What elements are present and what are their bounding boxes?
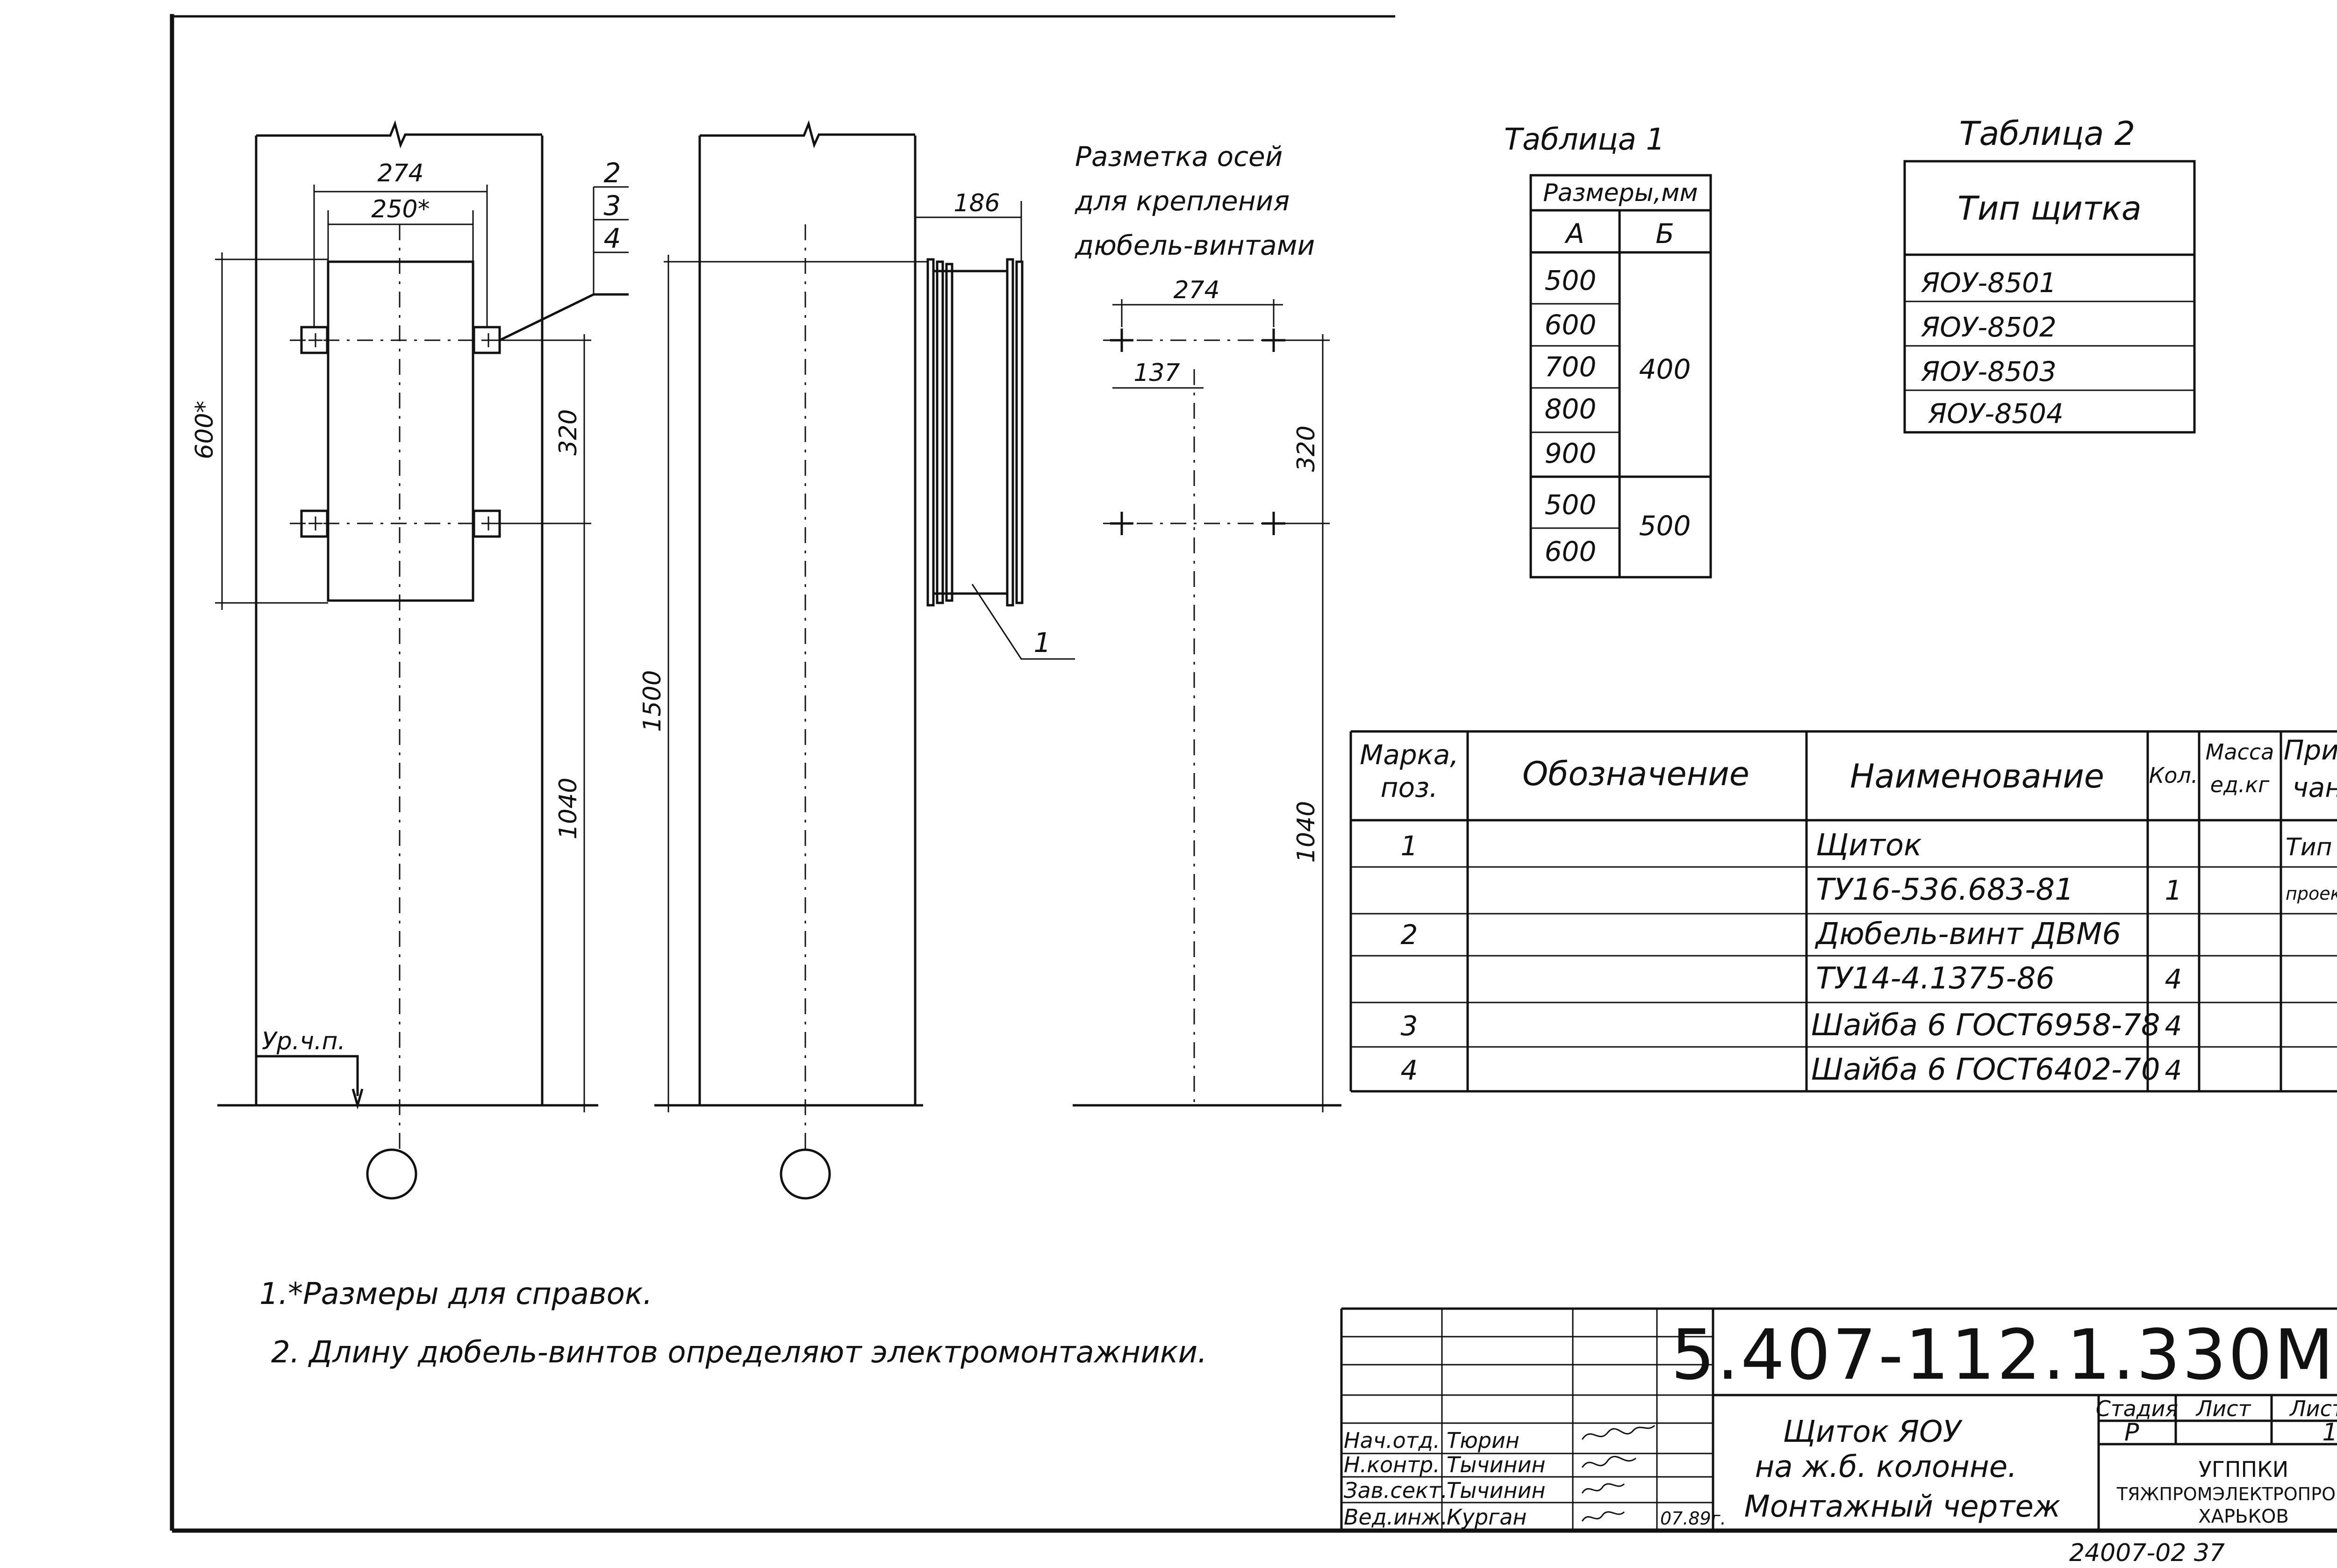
spec-row-pos: 2: [1401, 919, 1418, 951]
dim-320-right: 320: [1292, 425, 1320, 472]
table2-row: ЯОУ-8504: [1928, 398, 2064, 430]
spec-header-qty: Кол.: [2149, 763, 2198, 788]
table1-a-row: 500: [1545, 265, 1597, 296]
signature-name: Тюрин: [1447, 1428, 1520, 1453]
callout-4: 4: [604, 222, 621, 254]
table1-col-a: А: [1564, 218, 1584, 250]
dim-274-front: 274: [377, 159, 423, 187]
sheet-label: Лист: [2195, 1396, 2251, 1421]
table1-title: Таблица 1: [1504, 122, 1665, 157]
table2-title: Таблица 2: [1959, 115, 2135, 153]
callout-2: 2: [604, 157, 621, 189]
dim-137: 137: [1133, 359, 1180, 387]
spec-rows: 1 Щиток Тип по ТУ16-536.683-81 1 проекту…: [1401, 828, 2337, 1087]
spec-row-qty: 4: [2165, 1010, 2182, 1042]
sheets-value: 1: [2322, 1418, 2337, 1446]
drawing-title-line2: на ж.б. колонне.: [1755, 1450, 2017, 1484]
dim-1500: 1500: [638, 670, 667, 732]
marking-note-line3: дюбель-винтами: [1075, 229, 1315, 261]
spec-header-mark: Марка,: [1360, 739, 1458, 771]
spec-header-name: Наименование: [1850, 757, 2104, 795]
spec-table: [1349, 730, 2337, 1093]
table2-header: Тип щитка: [1957, 189, 2142, 228]
stage-value: Р: [2124, 1418, 2139, 1446]
table1-header: Размеры,мм: [1543, 179, 1698, 207]
drawing-title-line3: Монтажный чертеж: [1744, 1489, 2061, 1524]
signature-role: Н.контр.: [1344, 1452, 1440, 1477]
spec-row-qty: 4: [2165, 963, 2182, 995]
spec-row-pos: 1: [1401, 830, 1418, 862]
spec-row-note: проекту: [2286, 883, 2337, 904]
spec-row-name: ТУ14-4.1375-86: [1816, 961, 2055, 996]
signature-name: Курган: [1447, 1504, 1527, 1530]
callout-1: 1: [1034, 627, 1051, 659]
stage-label: Стадия: [2096, 1396, 2178, 1421]
table1-b-value: 400: [1639, 353, 1691, 385]
spec-row-name: Шайба 6 ГОСТ6958-78: [1811, 1008, 2160, 1043]
spec-header-mass-unit: ед.кг: [2210, 772, 2270, 797]
signature-name: Тычинин: [1447, 1478, 1546, 1503]
spec-row-qty: 1: [2165, 874, 2182, 906]
footer-number: 24007-02 37: [2069, 1539, 2225, 1567]
spec-row-pos: 4: [1401, 1054, 1418, 1086]
spec-row-qty: 4: [2165, 1054, 2182, 1086]
spec-row-note: Тип по: [2286, 833, 2337, 861]
dim-274-mark: 274: [1173, 276, 1219, 304]
signature-role: Вед.инж.: [1344, 1504, 1448, 1530]
title-block: [1340, 1307, 2337, 1531]
signature-role: Нач.отд.: [1344, 1428, 1440, 1453]
org-line3: ХАРЬКОВ: [2198, 1506, 2289, 1527]
side-view: [654, 120, 1075, 1200]
org-line1: УГППКИ: [2199, 1457, 2288, 1482]
table1-col-b: Б: [1656, 218, 1674, 250]
spec-row-name: Дюбель-винт ДВМ6: [1814, 917, 2121, 952]
floor-level-label: Ур.ч.п.: [262, 1027, 345, 1055]
table1-a-row: 700: [1545, 351, 1597, 383]
table1-a-row: 600: [1545, 309, 1597, 341]
panel-front: [327, 260, 474, 602]
signature-name: Тычинин: [1447, 1452, 1546, 1477]
spec-header-mass: Масса: [2206, 739, 2274, 765]
spec-header-pos: поз.: [1381, 772, 1438, 803]
table1-a-row: 600: [1545, 536, 1597, 567]
dim-320-left: 320: [554, 409, 582, 455]
spec-row-pos: 3: [1401, 1010, 1418, 1042]
dim-250: 250*: [371, 195, 430, 223]
table1-a-row: 900: [1545, 437, 1597, 469]
spec-header-note2: чание: [2292, 772, 2337, 803]
table2-row: ЯОУ-8503: [1921, 356, 2057, 387]
dim-600: 600*: [191, 401, 219, 459]
spec-row-name: ТУ16-536.683-81: [1816, 873, 2074, 907]
drawing-title-line1: Щиток ЯОУ: [1783, 1415, 1963, 1449]
dim-186: 186: [953, 189, 1000, 217]
table2-row: ЯОУ-8502: [1921, 311, 2057, 343]
spec-row-name: Шайба 6 ГОСТ6402-70: [1811, 1052, 2160, 1087]
table-2: [1903, 160, 2196, 434]
dim-1040-left: 1040: [554, 778, 582, 839]
signature-date: 07.89г.: [1660, 1508, 1726, 1529]
front-view: [215, 120, 629, 1200]
spec-header-note: Приме-: [2284, 734, 2337, 766]
org-line2: ТЯЖПРОМЭЛЕКТРОПРОЕКТ: [2116, 1484, 2337, 1504]
callout-3: 3: [604, 190, 621, 222]
spec-row-name: Щиток: [1816, 828, 1922, 863]
marking-view: [1073, 299, 1341, 1112]
sheet-frame: [170, 14, 2337, 1533]
table1-a-row: 800: [1545, 393, 1597, 425]
note-1: 1.*Размеры для справок.: [259, 1277, 652, 1311]
table2-row: ЯОУ-8501: [1921, 267, 2057, 299]
table1-a-row: 500: [1545, 489, 1597, 521]
marking-note-line2: для крепления: [1075, 185, 1290, 217]
note-2: 2. Длину дюбель-винтов определяют электр…: [271, 1335, 1207, 1370]
dim-1040-right: 1040: [1292, 801, 1320, 863]
spec-header-designation: Обозначение: [1522, 755, 1749, 793]
table1-b-value: 500: [1639, 510, 1691, 542]
signature-role: Зав.сект.: [1344, 1478, 1448, 1503]
drawing-code: 5.407-112.1.330М4: [1671, 1315, 2337, 1395]
table-1: [1529, 174, 1712, 579]
sheets-label: Листов: [2289, 1396, 2337, 1421]
marking-note-line1: Разметка осей: [1075, 141, 1283, 172]
